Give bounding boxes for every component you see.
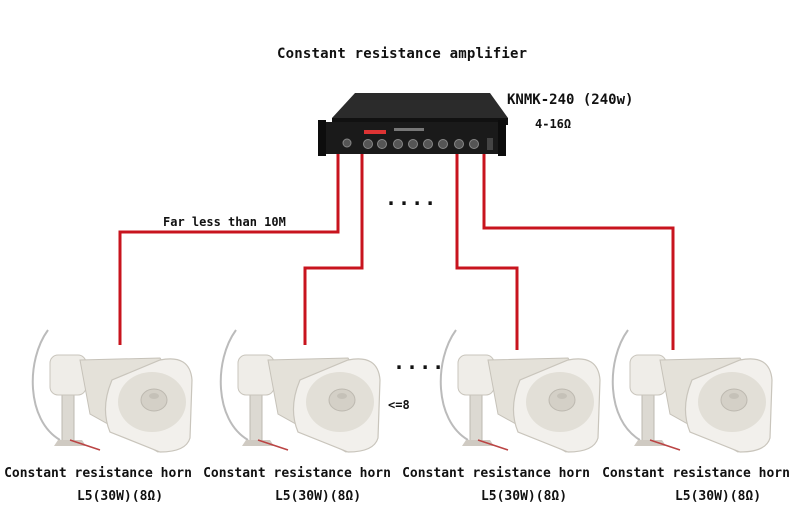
- horn-1-graphic: [31, 329, 193, 453]
- diagram-title: Constant resistance amplifier: [277, 46, 528, 62]
- horn-3-spec: L5(30W)(8Ω): [480, 489, 568, 504]
- horn-2-spec: L5(30W)(8Ω): [274, 489, 362, 504]
- horn-2-label: Constant resistance horn: [203, 466, 391, 481]
- horn-count-note: <=8: [388, 398, 410, 412]
- wire-horn-3: [455, 152, 519, 350]
- horn-4-label: Constant resistance horn: [602, 466, 790, 481]
- horn-1-spec: L5(30W)(8Ω): [76, 489, 164, 504]
- distance-note: Far less than 10M: [163, 215, 286, 229]
- ellipsis-top: ....: [385, 186, 438, 210]
- ellipsis-mid: ....: [393, 350, 446, 374]
- horn-4-spec: L5(30W)(8Ω): [674, 489, 762, 504]
- amplifier-model: KNMK-240 (240w): [507, 92, 634, 108]
- horn-3-label: Constant resistance horn: [402, 466, 590, 481]
- amplifier-unit: [318, 93, 508, 156]
- wire-horn-4: [482, 152, 675, 350]
- horn-3-graphic: [439, 329, 601, 453]
- wiring: [118, 152, 675, 350]
- wire-horn-1: [118, 152, 340, 345]
- amplifier-impedance: 4-16Ω: [535, 117, 572, 131]
- horn-2-graphic: [219, 329, 381, 453]
- horn-4-graphic: [611, 329, 773, 453]
- wire-horn-2: [303, 152, 364, 345]
- horn-1-label: Constant resistance horn: [4, 466, 192, 481]
